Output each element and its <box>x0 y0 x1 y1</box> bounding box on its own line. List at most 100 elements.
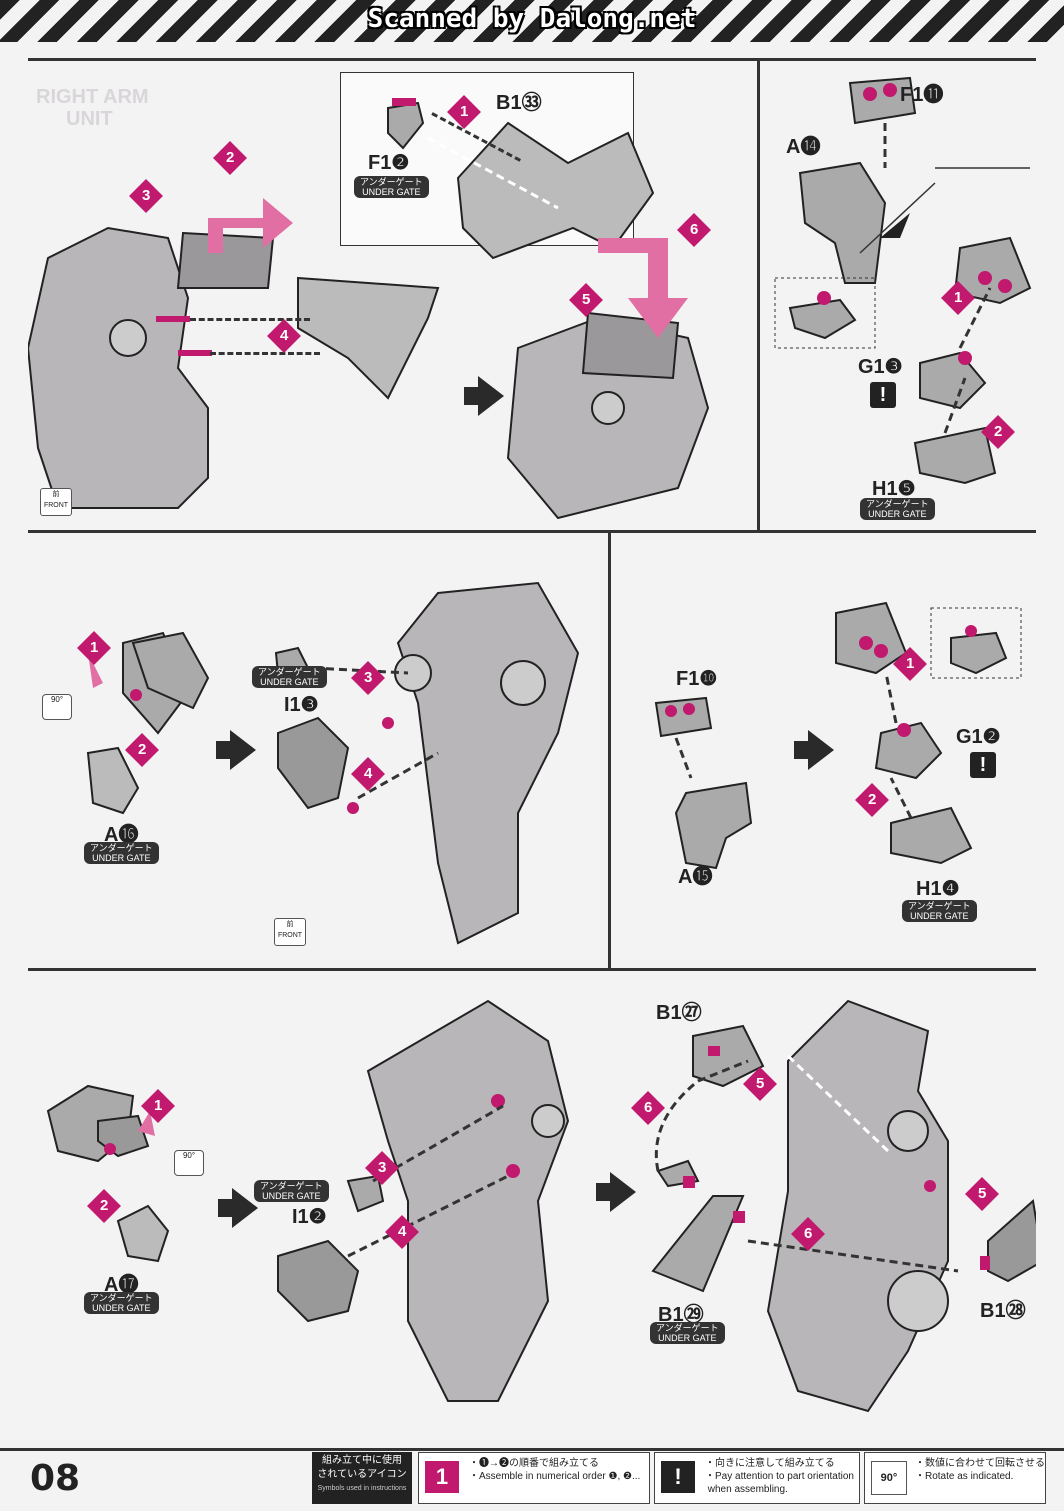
joint <box>887 1110 929 1152</box>
next-step-arrow <box>464 376 504 416</box>
legend-item-orientation: ! ・向きに注意して組み立てる ・Pay attention to part o… <box>654 1452 860 1504</box>
next-step-arrow <box>218 1188 258 1228</box>
leg-assembly-illustration <box>46 999 1036 1413</box>
joint <box>394 654 432 692</box>
gate-tag: アンダーゲート UNDER GATE <box>252 666 327 688</box>
gate-tag: アンダーゲート UNDER GATE <box>84 1292 159 1314</box>
divider-col-p1 <box>757 58 760 530</box>
guide-line <box>210 352 320 355</box>
front-orientation-icon: 前 FRONT <box>40 488 72 516</box>
divider-row2 <box>28 968 1036 971</box>
gate-tag: アンダーゲート UNDER GATE <box>650 1322 725 1344</box>
gate-tag: アンダーゲート UNDER GATE <box>84 842 159 864</box>
part-shape <box>913 426 997 485</box>
legend-en: ・Pay attention to part orientation when … <box>705 1471 854 1495</box>
gate-tag: アンダーゲート UNDER GATE <box>254 1180 329 1202</box>
part-shape <box>674 781 753 870</box>
gate-tag: アンダーゲート UNDER GATE <box>354 176 429 198</box>
front-orientation-icon: 前 FRONT <box>274 918 306 946</box>
joint <box>887 1270 949 1332</box>
joint <box>109 319 147 357</box>
part-label: I1❸ <box>284 694 319 716</box>
part-label: F1⓫ <box>900 84 944 106</box>
arm-body <box>28 226 209 509</box>
legend-jp: ・❶→❷の順番で組み立てる <box>469 1458 599 1469</box>
part-shape <box>346 1174 385 1213</box>
part-label: G1❷ <box>956 726 1001 748</box>
legend-title-en: Symbols used in instructions <box>317 1485 407 1492</box>
leg-body <box>396 581 580 945</box>
part-label: H1❺ <box>872 478 916 500</box>
part-shape <box>277 716 350 810</box>
gate-tag: アンダーゲート UNDER GATE <box>860 498 935 520</box>
part-shape <box>835 601 908 675</box>
next-step-arrow <box>216 730 256 770</box>
part-shape <box>131 631 210 710</box>
legend-jp: ・数値に合わせて回転させる <box>915 1458 1045 1469</box>
part-shape <box>116 1204 170 1263</box>
part-label: H1❹ <box>916 878 960 900</box>
next-step-arrow <box>794 730 834 770</box>
warning-icon: ! <box>661 1461 695 1493</box>
part-label: B1㉘ <box>980 1300 1026 1322</box>
joint <box>531 1104 565 1138</box>
part-shape <box>692 1024 765 1088</box>
ghost-label: RIGHT ARM <box>36 86 149 108</box>
shoulder-parts-illustration <box>774 76 1032 485</box>
part-label: B1㉝ <box>496 92 542 114</box>
divider-col-p3 <box>608 530 611 968</box>
part-shape <box>651 1195 745 1293</box>
legend-jp: ・向きに注意して組み立てる <box>705 1458 835 1469</box>
assembly-illustration <box>28 98 710 520</box>
rotate-icon: 90° <box>174 1150 204 1176</box>
leg-body <box>766 999 949 1413</box>
part-label: A⓮ <box>786 136 821 158</box>
legend-en: ・Assemble in numerical order ❶, ❷... <box>469 1471 641 1482</box>
legend-title: 組み立て中に使用 されているアイコン Symbols used in instr… <box>312 1452 412 1504</box>
peg <box>392 98 416 106</box>
legend-title-jp: 組み立て中に使用 されているアイコン <box>317 1455 407 1480</box>
legend-item-rotate: 90° ・数値に合わせて回転させる ・Rotate as indicated. <box>864 1452 1046 1504</box>
ghost-label: UNIT <box>66 108 113 130</box>
hazard-stripe-header <box>0 0 1064 42</box>
part-label: F1❷ <box>368 152 410 174</box>
part-shape <box>654 696 713 738</box>
part-label: A⓰ <box>104 824 139 846</box>
armor-plate <box>297 276 440 400</box>
legend-en: ・Rotate as indicated. <box>915 1471 1014 1482</box>
part-shape <box>387 101 425 150</box>
part-label: A⓱ <box>104 1274 139 1296</box>
part-label: B1㉙ <box>658 1304 704 1326</box>
part-shape <box>86 746 140 815</box>
part-label: B1㉗ <box>656 1002 702 1024</box>
orientation-warning-icon: ! <box>970 752 996 778</box>
guide-line <box>190 318 310 321</box>
page-number: 08 <box>30 1458 81 1499</box>
shoulder-parts-illustration <box>654 601 1022 870</box>
orientation-warning-icon: ! <box>870 382 896 408</box>
legend-item-order: 1 ・❶→❷の順番で組み立てる ・Assemble in numerical o… <box>418 1452 650 1504</box>
part-label: A⓯ <box>678 866 713 888</box>
part-shape <box>987 1199 1036 1283</box>
armor-plate <box>176 231 275 289</box>
part-shape <box>919 351 987 410</box>
part-shape <box>890 806 973 865</box>
part-label: I1❷ <box>292 1206 327 1228</box>
divider-top <box>28 58 1036 61</box>
watermark: Scanned by Dalong.net <box>367 4 697 34</box>
joint <box>591 391 625 425</box>
next-step-arrow <box>596 1172 636 1212</box>
part-shape <box>456 121 655 260</box>
part-label: F1❿ <box>676 668 718 690</box>
step-icon: 1 <box>425 1461 459 1493</box>
joint <box>500 660 546 706</box>
part-shape <box>874 721 943 780</box>
part-shape <box>277 1239 360 1323</box>
gate-tag: アンダーゲート UNDER GATE <box>902 900 977 922</box>
leg-body <box>366 999 570 1402</box>
rotate-icon: 90° <box>42 694 72 720</box>
part-shape <box>798 161 887 284</box>
rotate-icon: 90° <box>871 1461 907 1495</box>
divider-row1 <box>28 530 1036 533</box>
part-label: G1❸ <box>858 356 903 378</box>
